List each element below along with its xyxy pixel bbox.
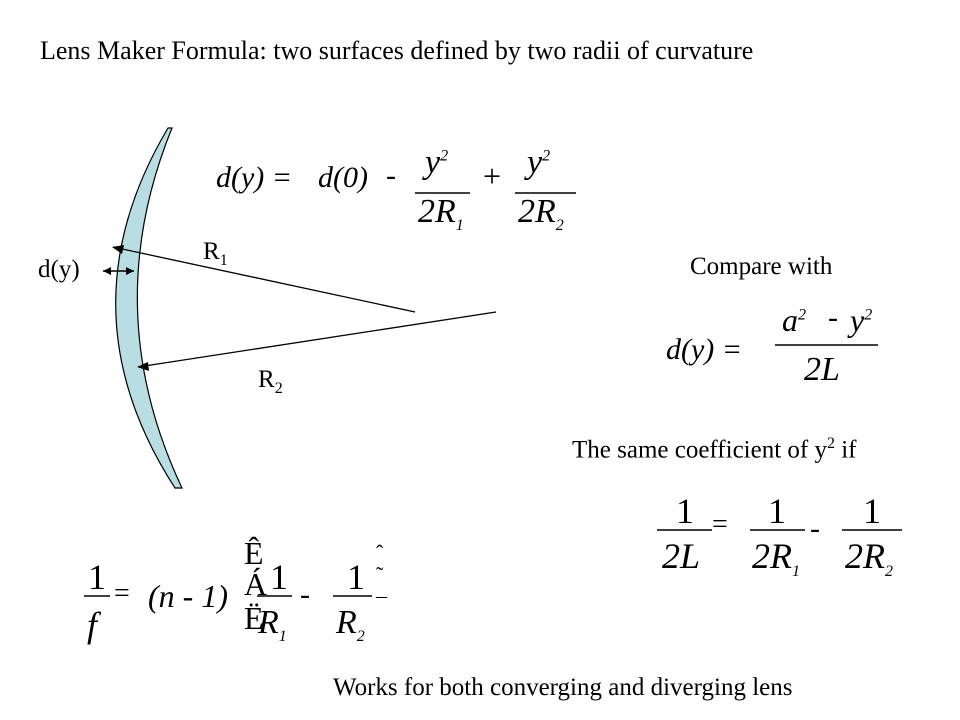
dy-arrow-head-left (103, 267, 111, 275)
eq4-den-r1: R1 (258, 604, 287, 645)
eq1-minus: - (386, 159, 396, 192)
dy-arrow-head-right (126, 267, 134, 275)
eq2-den: 2L (804, 351, 840, 388)
eq4-glyph-e: ˜ (376, 562, 384, 587)
eq4-glyph-f: ¯ (376, 594, 387, 619)
eq4-paren: (n - 1) (148, 578, 228, 614)
eq4-den-f: f (87, 605, 98, 645)
eq4-glyph-a: Ê (244, 535, 264, 571)
eq4-equals: = (114, 578, 130, 609)
eq2-minus: - (828, 301, 838, 334)
eq1-plus: + (483, 158, 502, 194)
eq3-equals: = (712, 509, 728, 540)
eq4-glyph-b: Á (244, 566, 268, 602)
eq1-num1: y2 (425, 144, 449, 181)
label-r2: R2 (258, 366, 283, 397)
label-dy: d(y) (38, 256, 80, 283)
radius-r2-arrowhead (137, 362, 149, 371)
eq2-num-a: a2 (782, 302, 806, 338)
footer-note: Works for both converging and diverging … (333, 674, 793, 701)
eq2-num-y: y2 (850, 302, 873, 338)
eq3-den2: 2R1 (752, 536, 800, 581)
eq1-num2: y2 (527, 144, 551, 181)
eq2-lhs: d(y) = (666, 333, 743, 366)
compare-label: Compare with (690, 253, 833, 280)
eq4-glyph-c: Ë (244, 600, 264, 636)
coeff-label: The same coefficient of y2 if (572, 435, 857, 464)
radius-r1-line (112, 246, 416, 313)
radius-r1-arrowhead (112, 245, 124, 254)
eq1-lhs: d(y) = (216, 161, 293, 194)
eq4-num-f: 1 (88, 557, 106, 597)
eq1-den1: 2R1 (418, 193, 464, 234)
eq4-den-r2: R2 (336, 604, 365, 645)
eq3-minus: - (810, 512, 820, 545)
eq3-den1: 2L (662, 536, 701, 576)
label-r1: R1 (203, 238, 228, 269)
eq3-num3: 1 (863, 491, 881, 531)
eq3-num2: 1 (768, 491, 786, 531)
lens-shape (115, 127, 183, 489)
eq3-den3: 2R2 (845, 536, 893, 581)
eq4-num-r2: 1 (347, 557, 365, 597)
page-title: Lens Maker Formula: two surfaces defined… (40, 36, 754, 65)
eq1-d0: d(0) (318, 161, 368, 194)
eq4-glyph-d: ˆ (376, 540, 384, 565)
radius-r2-line (137, 311, 497, 368)
eq3-num1: 1 (676, 491, 694, 531)
eq1-den2: 2R2 (518, 193, 564, 234)
eq4-minus: - (300, 578, 310, 611)
eq4-num-r1: 1 (270, 557, 288, 597)
